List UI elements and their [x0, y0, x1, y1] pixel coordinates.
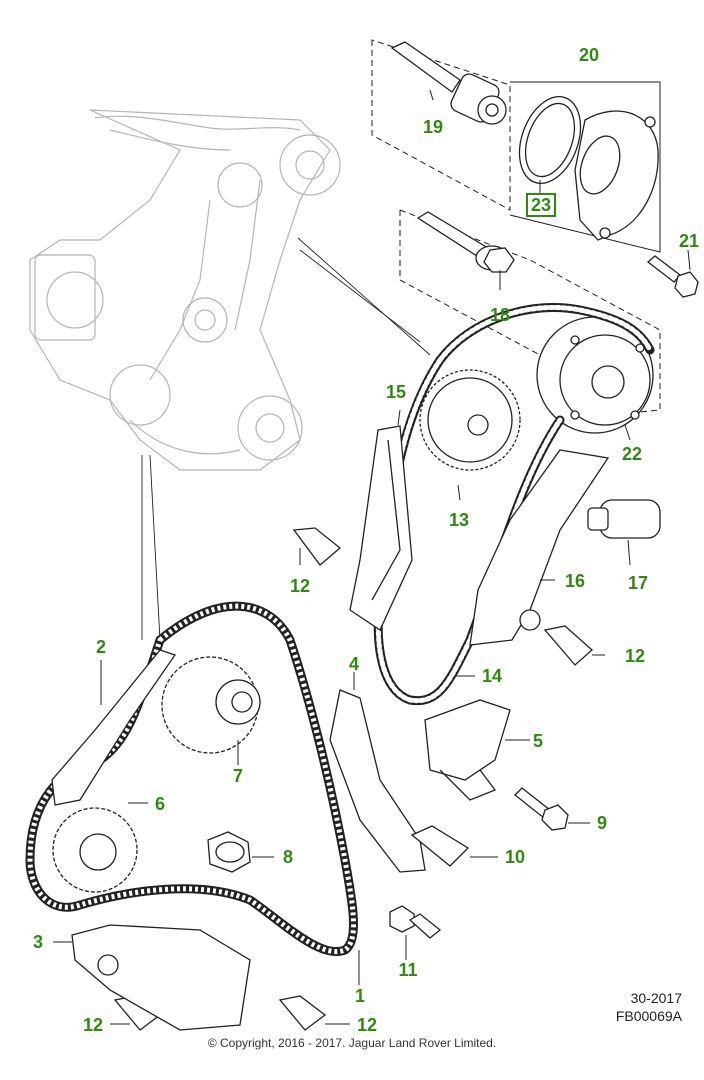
part-9-bolt	[514, 787, 569, 831]
callout-1: 1	[354, 986, 365, 1006]
callout-3: 3	[32, 932, 43, 952]
callout-12-right: 12	[624, 646, 646, 666]
callout-5: 5	[532, 731, 543, 751]
callout-11: 11	[398, 960, 418, 980]
callout-9: 9	[596, 813, 607, 833]
part-13-sprocket	[419, 369, 521, 471]
callout-23: 23	[526, 193, 556, 217]
callout-7: 7	[232, 766, 243, 786]
part-7-sprocket	[161, 656, 261, 754]
part-5-tensioner	[424, 699, 511, 801]
part-15-chain-guide	[349, 425, 413, 631]
part-10-pin	[410, 825, 470, 867]
callout-19: 19	[422, 117, 444, 137]
callout-2: 2	[95, 637, 106, 657]
callout-22: 22	[621, 444, 643, 464]
callout-12-upper-left: 12	[289, 576, 311, 596]
reference-date: 30-2017	[630, 990, 682, 1006]
part-2-chain-guide	[51, 649, 177, 806]
part-22-cam-phaser	[536, 316, 654, 434]
callout-4: 4	[348, 654, 359, 674]
part-4-tensioner-arm	[329, 689, 426, 873]
part-18-bolt	[416, 211, 515, 273]
group-box-upper	[371, 39, 661, 413]
part-20-cover	[518, 95, 659, 241]
callout-6: 6	[154, 794, 165, 814]
part-16-tensioner-arm	[469, 449, 610, 646]
callout-8: 8	[282, 847, 293, 867]
part-3-lower-guide	[71, 924, 251, 1031]
callout-18: 18	[489, 305, 511, 325]
part-11-bolt	[389, 905, 442, 939]
callout-20: 20	[578, 45, 600, 65]
callout-15: 15	[385, 382, 407, 402]
callout-10: 10	[504, 847, 526, 867]
part-19-solenoid	[390, 41, 507, 125]
part-12-pins	[113, 527, 593, 1031]
copyright-notice: © Copyright, 2016 - 2017. Jaguar Land Ro…	[207, 1036, 497, 1050]
callout-12-lower-right: 12	[356, 1015, 378, 1035]
reference-code: FB00069A	[615, 1008, 682, 1024]
part-6-crank-sprocket	[52, 807, 138, 893]
view-leader-lines	[141, 237, 431, 641]
engine-overview-ghost	[29, 109, 341, 471]
part-8-nut	[207, 831, 251, 873]
callout-21: 21	[678, 231, 700, 251]
callout-14: 14	[481, 666, 503, 686]
part-21-bolt	[646, 255, 699, 298]
callout-13: 13	[448, 510, 470, 530]
callout-16: 16	[564, 571, 586, 591]
callout-leader-lines	[53, 89, 691, 1025]
callout-17: 17	[627, 573, 649, 593]
part-17-tensioner	[587, 499, 661, 539]
callout-12-lower-left: 12	[82, 1015, 104, 1035]
